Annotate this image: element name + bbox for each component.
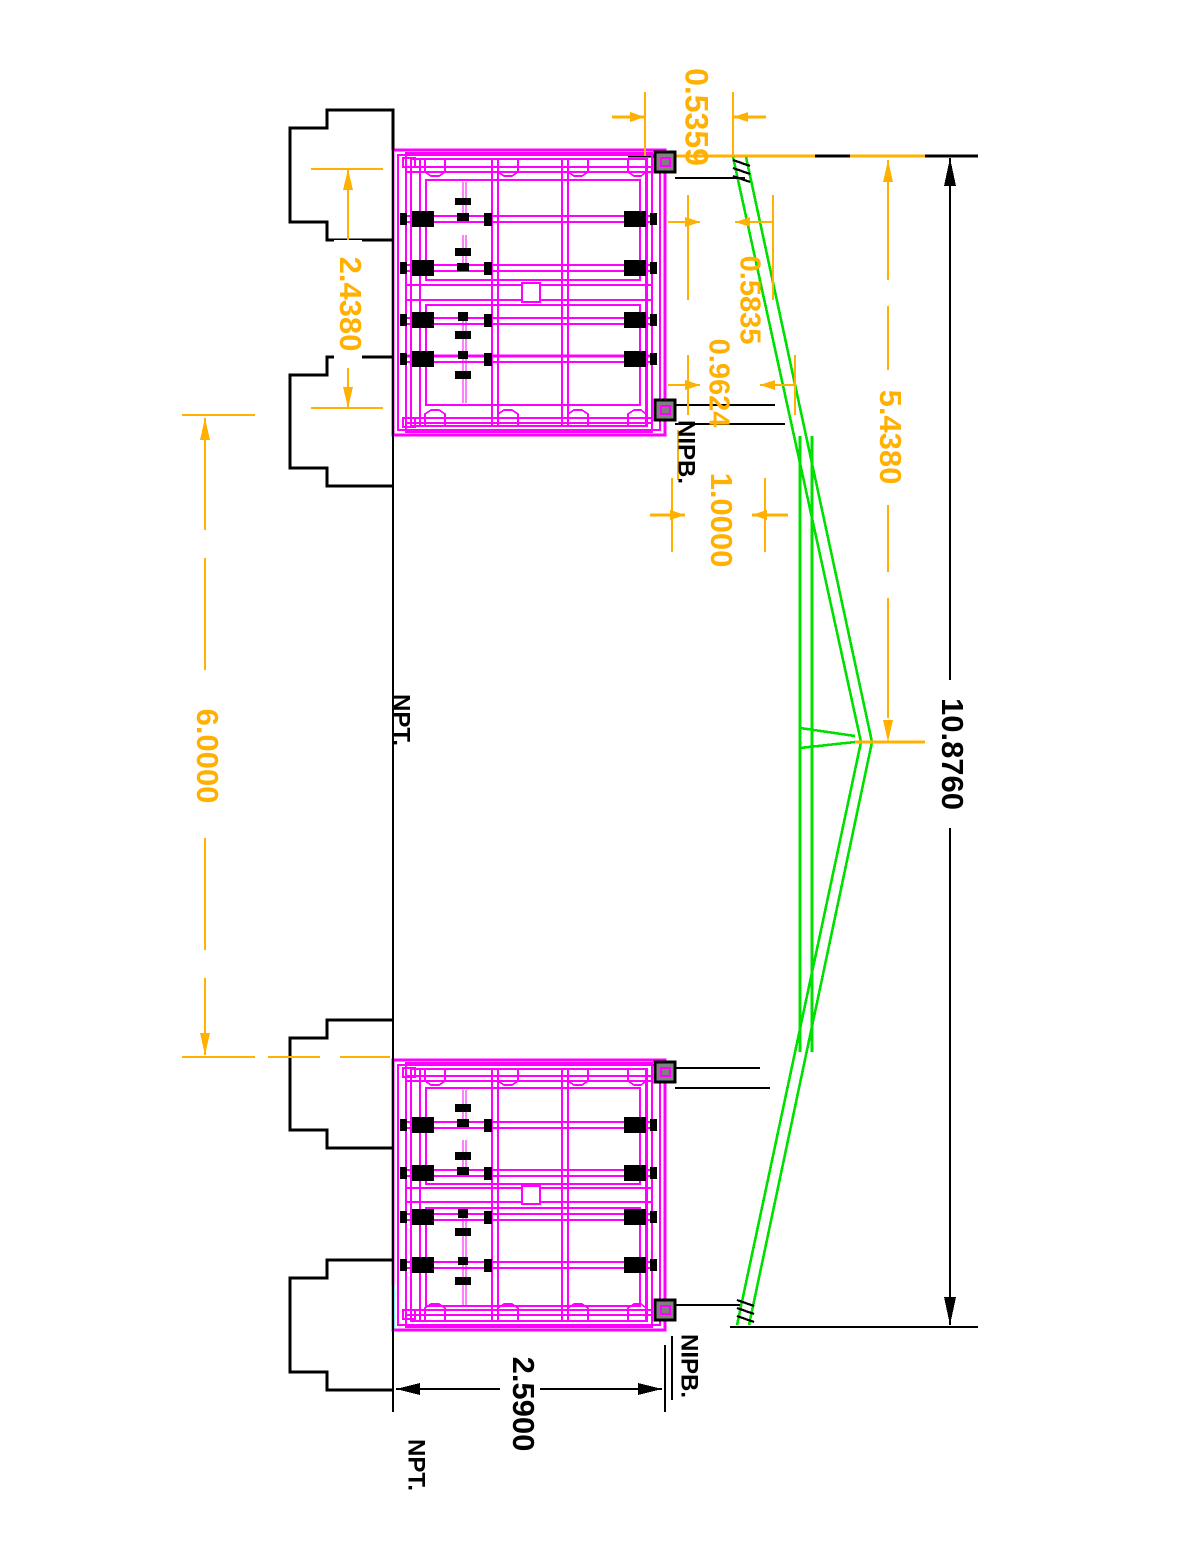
- dimension-5-4380: 5.4380: [855, 154, 925, 744]
- bracket-lower-1: [288, 1018, 393, 1150]
- dim-label-2-5900: 2.5900: [506, 1357, 541, 1452]
- bracket-upper-2: [288, 355, 393, 488]
- label-nipb-upper: NIPB.: [673, 420, 700, 484]
- label-npt-mid: NPT.: [388, 694, 415, 746]
- dim-label-6-0000: 6.0000: [190, 709, 225, 804]
- bracket-lower-2: [288, 1258, 393, 1392]
- module-lower-hardware: [400, 1104, 657, 1285]
- dimension-2-4380: 2.4380: [311, 167, 383, 410]
- corner-fitting-upper-top: [653, 150, 677, 174]
- bracket-upper-1: [288, 108, 395, 242]
- dim-label-5-4380: 5.4380: [873, 390, 908, 485]
- label-nipb-lower: NIPB.: [676, 1334, 703, 1398]
- dim-label-10-8760: 10.8760: [935, 698, 970, 810]
- dim-label-0-9624: 0.9624: [702, 339, 734, 428]
- dimension-10-8760: 10.8760: [932, 158, 970, 1325]
- dimension-6-0000: 6.0000: [182, 413, 390, 1059]
- dim-label-0-5835: 0.5835: [733, 256, 765, 345]
- ledger-lines: [675, 177, 785, 1306]
- label-npt-bottom: NPT.: [403, 1439, 430, 1491]
- dim-label-1-0000: 1.0000: [704, 473, 739, 568]
- corner-fitting-lower-bottom: [653, 1298, 677, 1322]
- corner-fitting-lower-top: [653, 1060, 677, 1084]
- dimension-0-5359: 0.5359: [612, 68, 766, 166]
- module-upper[interactable]: [391, 148, 667, 437]
- dim-label-2-4380: 2.4380: [333, 257, 368, 352]
- dimension-0-9624: 0.9624: [668, 339, 796, 428]
- module-lower[interactable]: [391, 1058, 667, 1332]
- dimension-1-0000: 1.0000: [650, 473, 788, 568]
- module-upper-hardware: [400, 198, 657, 379]
- dimension-0-5835: 0.5835: [668, 195, 774, 345]
- green-truss[interactable]: [731, 156, 874, 1326]
- dim-label-0-5359: 0.5359: [679, 68, 715, 166]
- dimension-2-5900: 2.5900: [392, 1340, 666, 1470]
- corner-fitting-upper-bottom: [653, 398, 677, 422]
